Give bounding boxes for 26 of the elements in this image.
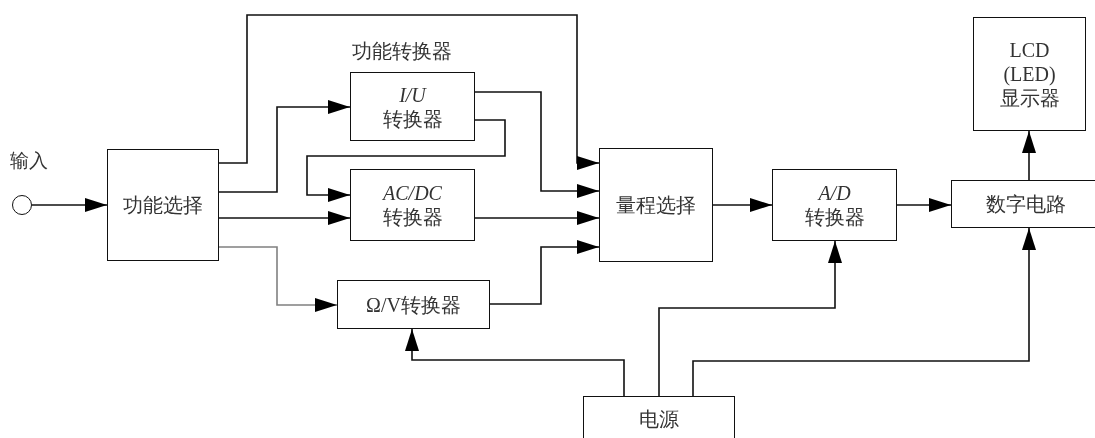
arrow — [712, 198, 773, 212]
arrow — [474, 211, 600, 225]
arrow — [218, 246, 338, 312]
arrow — [218, 211, 351, 225]
arrow — [218, 100, 351, 193]
group-label: 功能转换器 — [352, 39, 452, 64]
range-select-box: 量程选择 — [599, 148, 713, 262]
arrow — [31, 198, 108, 212]
arrow — [474, 91, 600, 198]
input-label: 输入 — [10, 150, 48, 173]
converter-box: A/D 转换器 — [772, 169, 897, 241]
arrow — [1022, 130, 1036, 181]
arrow — [218, 14, 600, 170]
arrow — [489, 240, 600, 305]
arrow — [692, 227, 1036, 397]
converter-box: Ω/V转换器 — [337, 280, 490, 329]
converter-box: I/U 转换器 — [350, 72, 475, 141]
arrow — [896, 198, 952, 212]
function-select-box: 功能选择 — [107, 149, 219, 261]
digital-circuit-box: 数字电路 — [951, 180, 1095, 228]
arrow — [306, 119, 506, 202]
arrow — [405, 328, 625, 397]
power-supply-box: 电源 — [583, 396, 735, 438]
arrow — [658, 240, 842, 397]
display-box: LCD (LED) 显示器 — [973, 17, 1086, 131]
converter-box: AC/DC 转换器 — [350, 169, 475, 241]
